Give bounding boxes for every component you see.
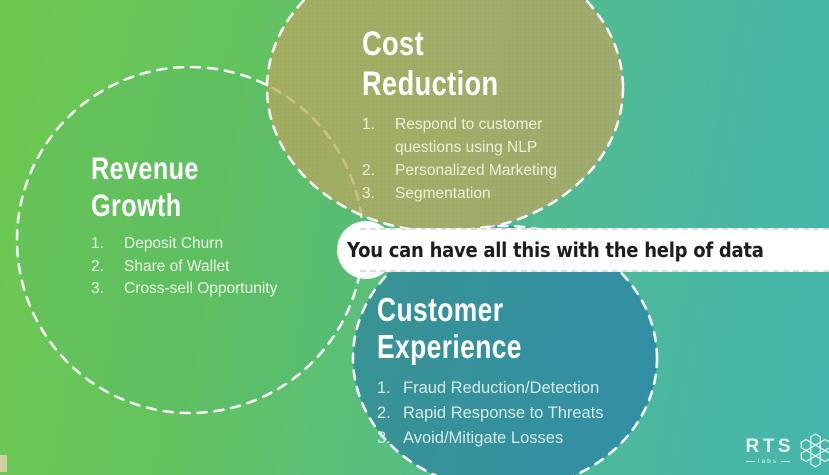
list-item: 1. Fraud Reduction/Detection	[377, 376, 637, 401]
item-text: Avoid/Mitigate Losses	[403, 429, 564, 447]
cost-reduction-section: Cost Reduction 1. Respond to customer qu…	[362, 24, 592, 205]
title-line: Revenue	[91, 150, 199, 186]
logo-wordmark: RTS labs	[742, 437, 794, 465]
item-text: Personalized Marketing	[395, 162, 557, 179]
item-number: 3.	[91, 280, 104, 297]
cost-reduction-list: 1. Respond to customer questions using N…	[362, 113, 592, 205]
banner-bar	[360, 228, 829, 272]
list-item: 3. Avoid/Mitigate Losses	[377, 426, 637, 451]
revenue-growth-section: Revenue Growth 1. Deposit Churn 2. Share…	[91, 150, 331, 301]
item-text: Respond to customer questions using NLP	[395, 116, 543, 156]
item-number: 3.	[362, 185, 375, 202]
title-line: Reduction	[362, 65, 499, 103]
item-number: 3.	[377, 429, 391, 447]
item-number: 2.	[377, 404, 391, 422]
item-number: 1.	[377, 379, 391, 397]
list-item: 2. Share of Wallet	[91, 256, 331, 279]
logo-subtext-label: labs	[758, 457, 778, 465]
item-text: Fraud Reduction/Detection	[403, 379, 600, 397]
title-line: Growth	[91, 187, 182, 223]
list-item: 1. Deposit Churn	[91, 233, 331, 256]
banner: You can have all this with the help of d…	[337, 221, 829, 279]
item-text: Deposit Churn	[124, 235, 224, 252]
item-text: Share of Wallet	[124, 257, 230, 275]
item-text: Rapid Response to Threats	[403, 404, 604, 422]
item-number: 2.	[91, 257, 104, 275]
customer-experience-title: Customer Experience	[377, 291, 585, 365]
list-item: 2. Rapid Response to Threats	[377, 401, 637, 426]
logo-text: RTS	[745, 435, 794, 457]
revenue-growth-title: Revenue Growth	[91, 150, 283, 224]
item-number: 2.	[362, 162, 375, 179]
list-item: 1. Respond to customer questions using N…	[362, 113, 592, 159]
item-number: 1.	[362, 116, 375, 133]
title-line: Experience	[377, 328, 522, 365]
rts-labs-logo: RTS labs	[742, 433, 829, 468]
banner-text: You can have all this with the help of d…	[347, 238, 764, 262]
customer-experience-list: 1. Fraud Reduction/Detection 2. Rapid Re…	[377, 376, 637, 451]
customer-experience-section: Customer Experience 1. Fraud Reduction/D…	[377, 291, 637, 451]
left-edge-artifact	[0, 455, 7, 472]
logo-subtext: labs	[746, 458, 790, 465]
item-number: 1.	[91, 235, 104, 252]
cost-circle-texture	[267, 0, 623, 232]
item-text: Segmentation	[395, 185, 491, 202]
title-line: Customer	[377, 291, 504, 328]
list-item: 3. Cross-sell Opportunity	[91, 278, 331, 301]
hexagon-cluster-icon	[800, 433, 829, 468]
item-text: Cross-sell Opportunity	[124, 280, 278, 297]
title-line: Cost	[362, 25, 425, 63]
revenue-growth-list: 1. Deposit Churn 2. Share of Wallet 3. C…	[91, 233, 331, 301]
list-item: 2. Personalized Marketing	[362, 159, 592, 182]
customer-circle-texture	[353, 226, 657, 475]
list-item: 3. Segmentation	[362, 182, 592, 205]
cost-reduction-title: Cost Reduction	[362, 24, 546, 104]
